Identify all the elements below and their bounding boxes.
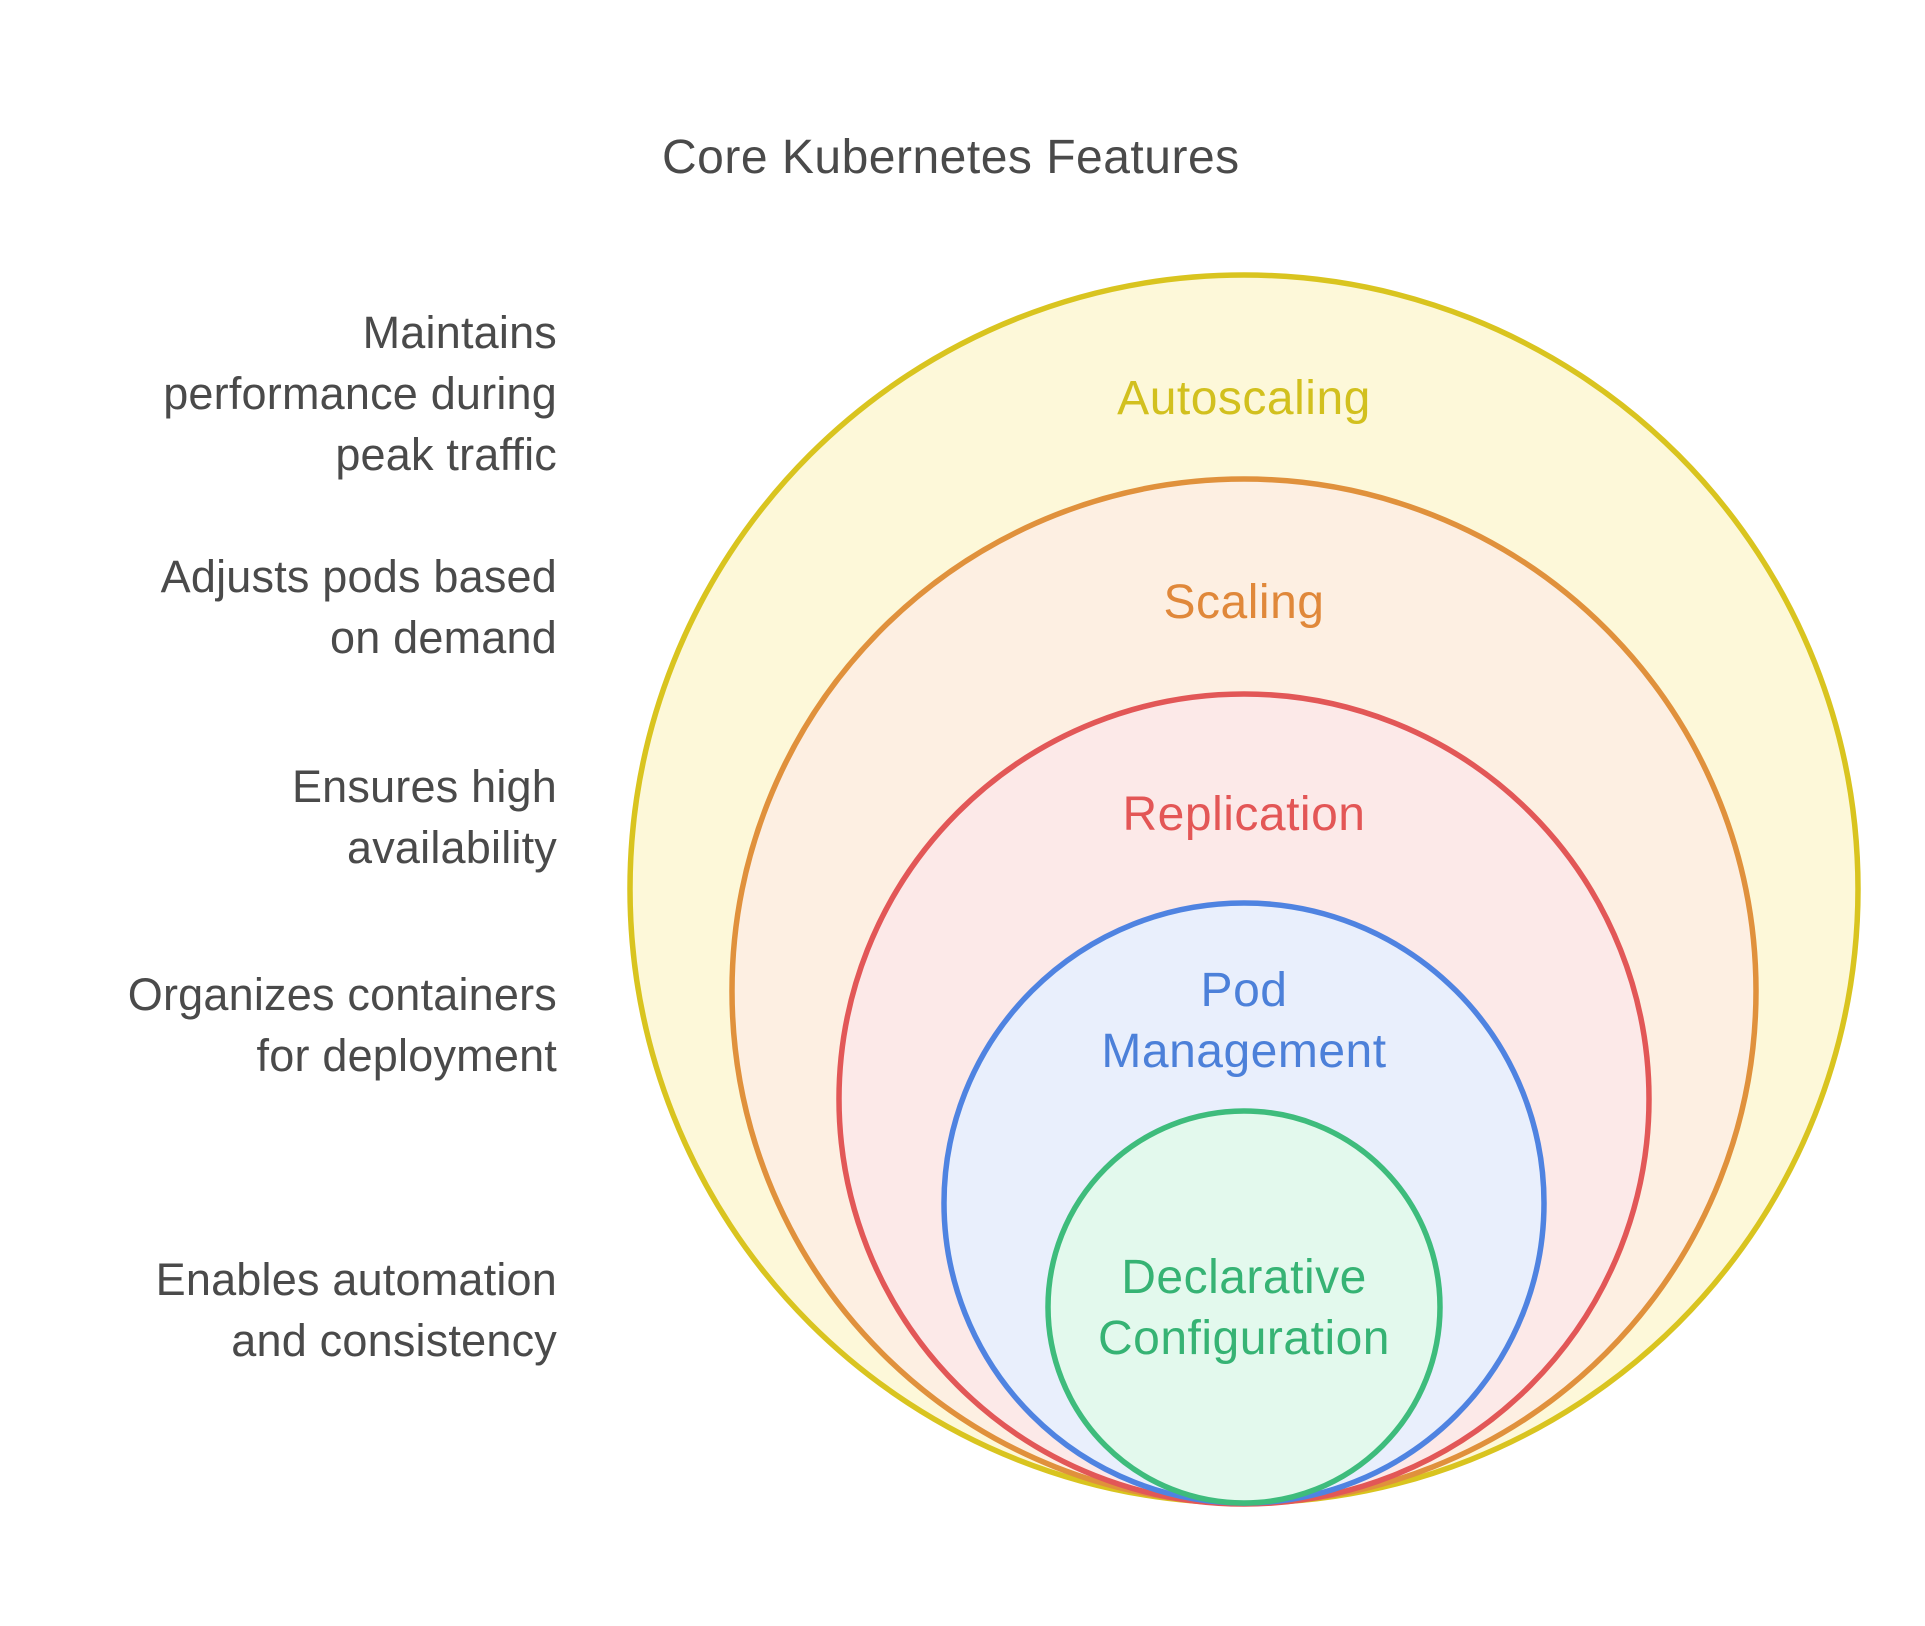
ring-label-declarative-configuration: Declarative Configuration bbox=[1097, 1251, 1390, 1365]
description-scaling: Adjusts pods based on demand bbox=[160, 551, 557, 663]
description-replication: Ensures high availability bbox=[291, 761, 557, 873]
description-declarative-configuration: Enables automation and consistency bbox=[155, 1254, 557, 1366]
ring-label-pod-management: Pod Management bbox=[1101, 964, 1387, 1078]
ring-label-scaling: Scaling bbox=[1163, 576, 1325, 629]
description-pod-management: Organizes containers for deployment bbox=[127, 969, 557, 1081]
ring-label-autoscaling: Autoscaling bbox=[1117, 372, 1371, 425]
ring-label-replication: Replication bbox=[1122, 788, 1366, 841]
ring-circle-declarative-configuration bbox=[1045, 1108, 1443, 1506]
rings-group bbox=[627, 272, 1861, 1507]
description-autoscaling: Maintains performance during peak traffi… bbox=[163, 307, 557, 480]
diagram-title: Core Kubernetes Features bbox=[662, 131, 1240, 184]
